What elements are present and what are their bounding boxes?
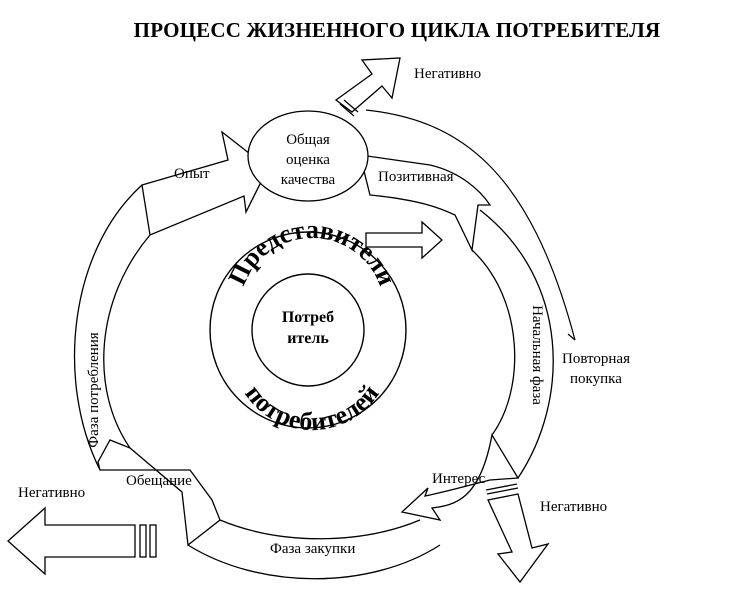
purchase-phase-label: Фаза закупки: [270, 541, 355, 557]
evaluation-line3: качества: [281, 172, 336, 188]
positive-arrow: [359, 154, 492, 253]
direction-arrow: [365, 220, 443, 260]
promise-label: Обещание: [126, 473, 192, 489]
evaluation-line2: оценка: [286, 152, 330, 168]
experience-arrow: [141, 130, 269, 236]
experience-label: Опыт: [174, 166, 210, 182]
interest-arrow: [400, 433, 520, 521]
negative-left-arrow: [7, 506, 157, 576]
negative-top-arrow: [334, 57, 401, 117]
promise-arrow: [97, 439, 221, 547]
repeat-purchase-line2: покупка: [570, 371, 622, 387]
consumer-line2: итель: [287, 330, 329, 347]
interest-label: Интерес: [432, 471, 486, 487]
consumer-core-circle: [251, 273, 365, 387]
consumer-line1: Потреб: [282, 309, 334, 326]
consumption-phase-label: Фаза потребления: [86, 332, 102, 448]
evaluation-line1: Общая: [286, 132, 330, 148]
initial-phase-label: Начальная фаза: [529, 305, 545, 405]
quality-evaluation-circle: [247, 110, 369, 202]
negative-left-label: Негативно: [18, 485, 85, 501]
negative-right-label: Негативно: [540, 499, 607, 515]
positive-label: Позитивная: [378, 169, 454, 185]
repeat-purchase-line: [365, 109, 576, 341]
negative-top-label: Негативно: [414, 66, 481, 82]
negative-right-arrow: [485, 483, 550, 584]
page-title: ПРОЦЕСС ЖИЗНЕННОГО ЦИКЛА ПОТРЕБИТЕЛЯ: [133, 18, 661, 42]
repeat-purchase-line1: Повторная: [562, 351, 630, 367]
cycle-ring: [73, 184, 554, 580]
